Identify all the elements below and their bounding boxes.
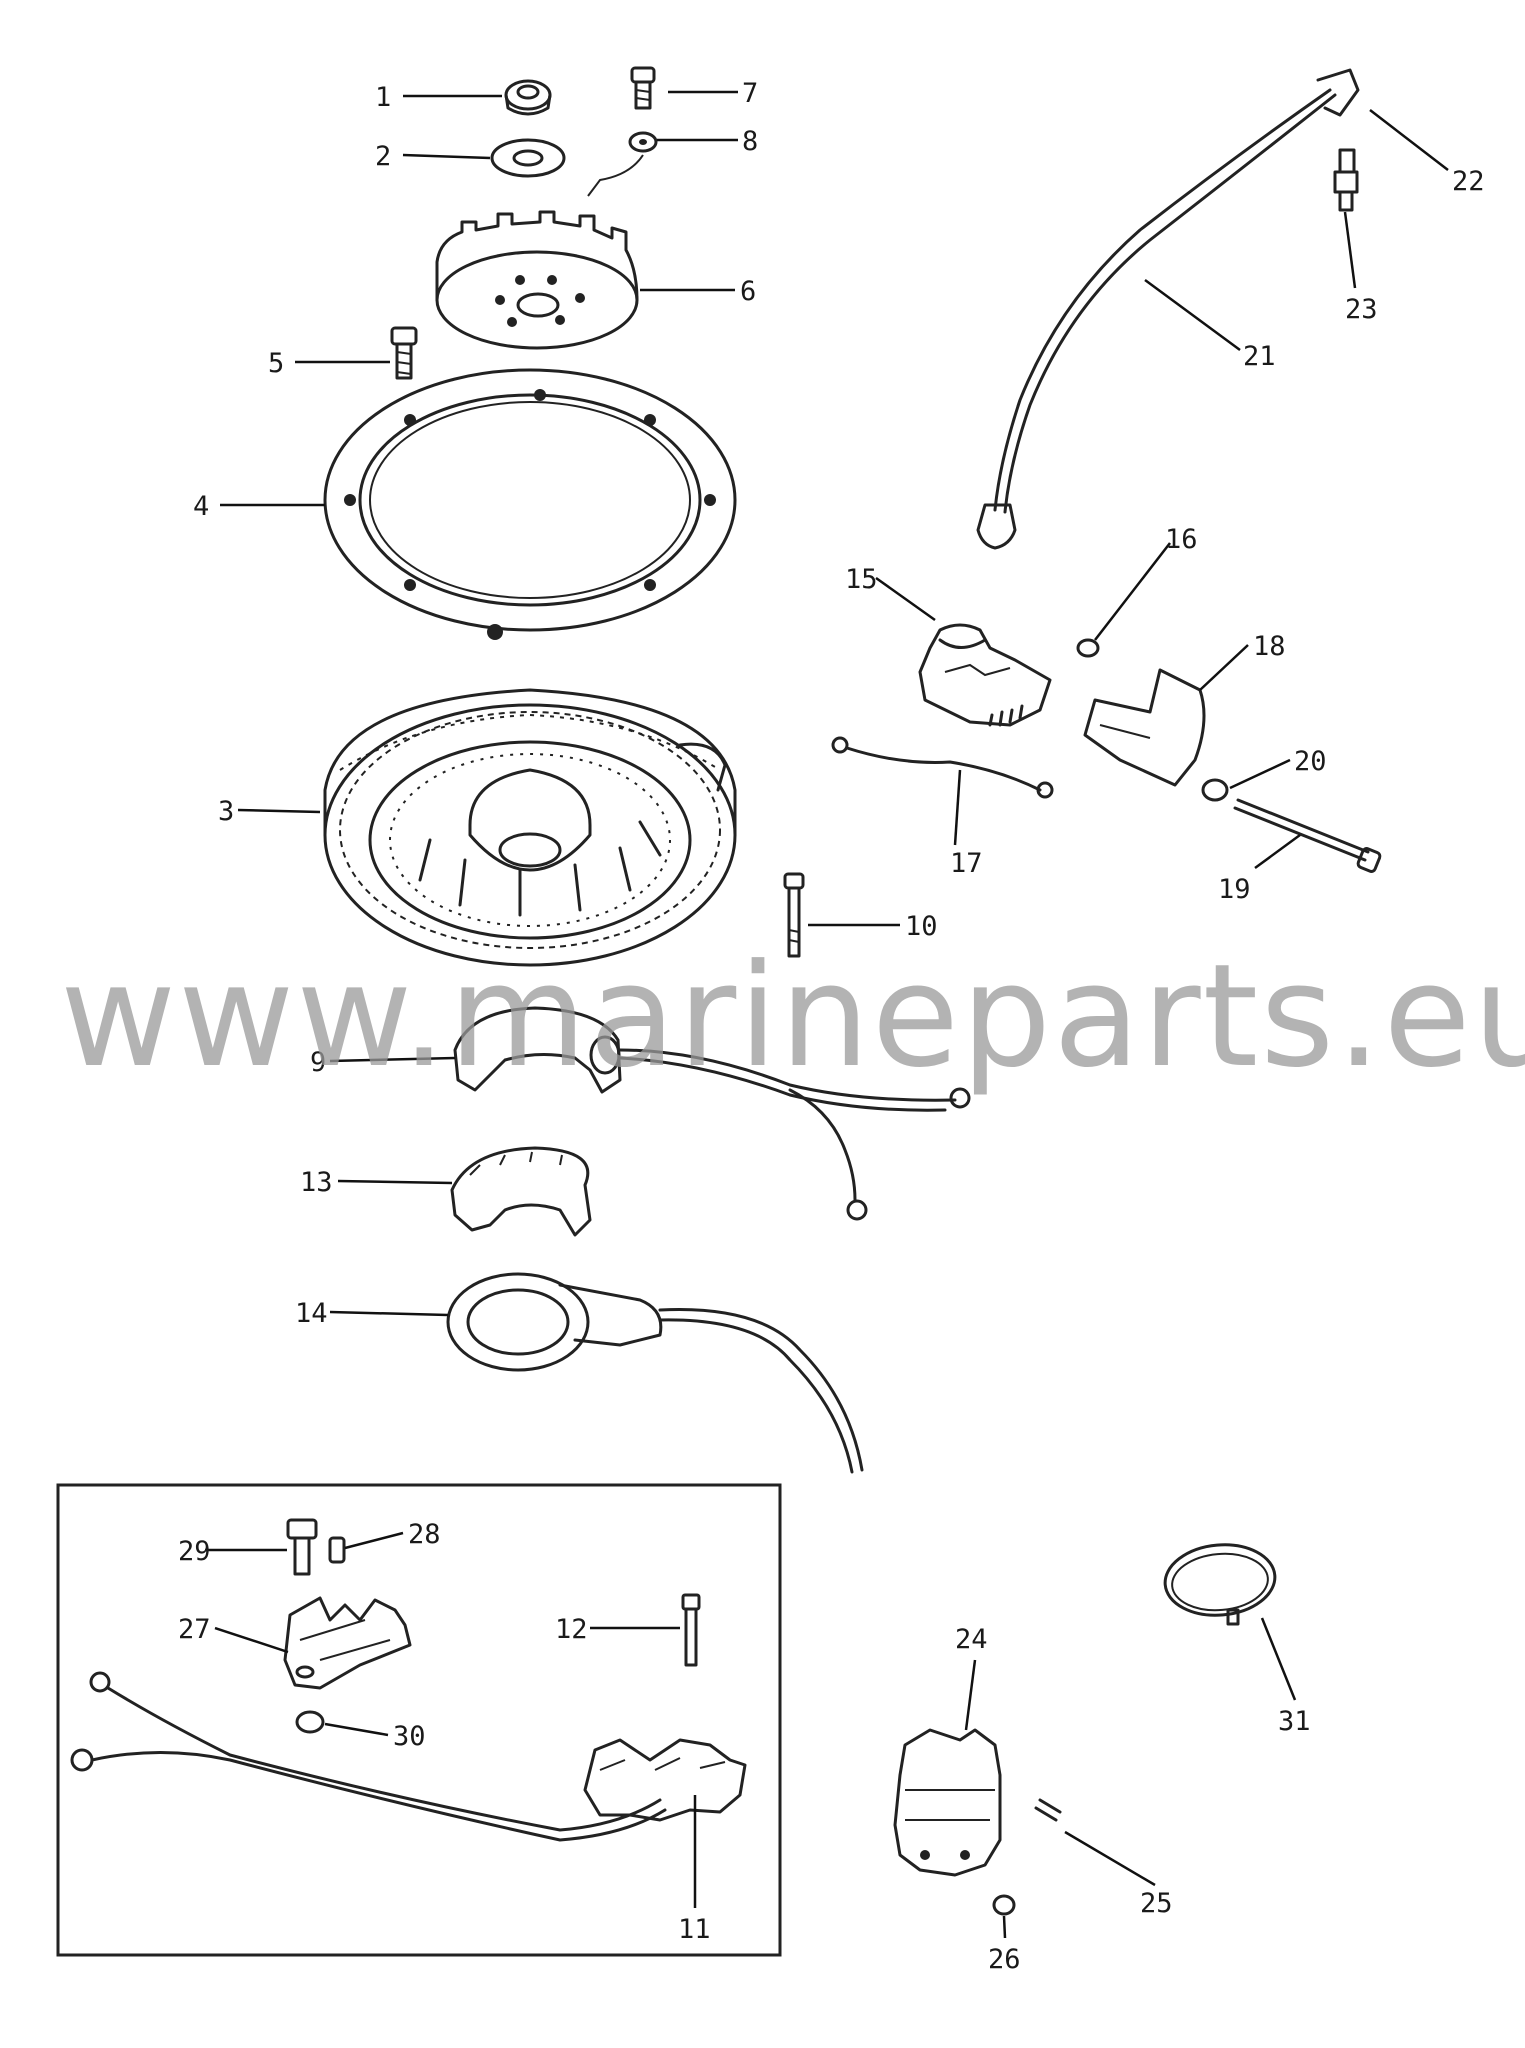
callout-31: 31 <box>1278 1706 1311 1737</box>
part-trigger-harness <box>70 1671 747 1842</box>
callout-28: 28 <box>408 1519 441 1550</box>
part-coil-cover <box>1083 668 1206 787</box>
callout-8: 8 <box>742 126 758 157</box>
part-screw-top <box>630 66 656 110</box>
callout-23: 23 <box>1345 294 1378 325</box>
part-inset-setscrew <box>328 1536 346 1564</box>
part-small-nut <box>992 1894 1016 1916</box>
part-bolt <box>390 326 418 380</box>
part-switch-box <box>893 1728 1002 1877</box>
part-washer-small <box>1076 638 1100 658</box>
callout-7: 7 <box>742 78 758 109</box>
callout-14: 14 <box>295 1298 328 1329</box>
part-ring-plate <box>323 368 737 640</box>
part-lockwasher-top <box>587 131 658 197</box>
part-long-bolt <box>1233 798 1382 873</box>
part-ring-clamp <box>450 1146 592 1237</box>
callout-18: 18 <box>1253 631 1286 662</box>
part-flywheel <box>323 688 737 967</box>
callout-5: 5 <box>268 348 284 379</box>
callout-16: 16 <box>1165 524 1198 555</box>
watermark-text: www.marineparts.eu <box>60 934 1525 1099</box>
part-ignition-coil <box>918 623 1052 727</box>
callout-25: 25 <box>1140 1888 1173 1919</box>
part-trigger-clamp <box>453 1006 971 1221</box>
callout-13: 13 <box>300 1167 333 1198</box>
callout-19: 19 <box>1218 874 1251 905</box>
callout-numbers: 1 2 3 4 5 6 7 8 9 10 11 12 13 14 15 16 1… <box>178 78 1485 1975</box>
callout-12: 12 <box>555 1614 588 1645</box>
part-washer <box>490 138 566 178</box>
callout-3: 3 <box>218 796 234 827</box>
part-nut-small <box>1201 778 1229 802</box>
part-flywheel-hub <box>435 210 639 350</box>
callout-2: 2 <box>375 141 391 172</box>
callout-4: 4 <box>193 491 209 522</box>
callout-24: 24 <box>955 1624 988 1655</box>
callout-6: 6 <box>740 276 756 307</box>
callout-26: 26 <box>988 1944 1021 1975</box>
part-ground-wire <box>831 736 1054 799</box>
callout-21: 21 <box>1243 341 1276 372</box>
callout-15: 15 <box>845 564 878 595</box>
part-bolt-long <box>783 872 805 958</box>
callout-10: 10 <box>905 911 938 942</box>
part-inset-screw <box>286 1518 318 1576</box>
part-clamp-band <box>1163 1543 1277 1626</box>
part-inset-block <box>283 1596 412 1690</box>
callout-9: 9 <box>310 1047 326 1078</box>
callout-20: 20 <box>1294 746 1327 777</box>
inset-box <box>56 1483 782 1957</box>
part-stator <box>446 1272 864 1474</box>
part-inset-bolt <box>681 1593 701 1667</box>
leader-lines <box>205 90 1449 1939</box>
part-small-screw <box>1034 1798 1062 1822</box>
part-spark-plug <box>1333 148 1359 212</box>
callout-29: 29 <box>178 1536 211 1567</box>
callout-17: 17 <box>950 848 983 879</box>
callout-22: 22 <box>1452 166 1485 197</box>
part-nut <box>504 79 552 116</box>
callout-1: 1 <box>375 82 391 113</box>
callout-11: 11 <box>678 1914 711 1945</box>
callout-27: 27 <box>178 1614 211 1645</box>
part-spark-plug-lead <box>976 68 1360 550</box>
callout-30: 30 <box>393 1721 426 1752</box>
part-inset-nut <box>295 1710 325 1734</box>
